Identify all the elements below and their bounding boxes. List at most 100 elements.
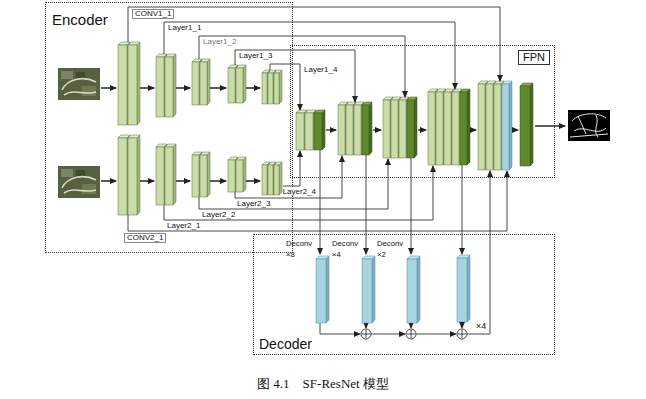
layer-label: CONV1_1 <box>132 9 174 19</box>
figure-caption: 图 4.1 SF-ResNet 模型 <box>0 375 646 393</box>
sum-wire <box>320 322 360 334</box>
flow-arrow <box>176 87 190 89</box>
sum-wire <box>416 334 456 335</box>
layer-label: Layer1_1 <box>168 24 201 32</box>
slab-top <box>236 157 246 160</box>
slab-side <box>530 83 533 166</box>
slab-front <box>228 68 235 103</box>
flow-arrow <box>210 87 226 89</box>
slab-side <box>414 97 417 158</box>
slab-front <box>502 84 509 170</box>
slab-top <box>165 54 176 57</box>
slab-top <box>362 102 372 105</box>
slab-side <box>137 135 140 215</box>
flow-arrow <box>513 129 518 130</box>
slab-side <box>243 157 246 192</box>
flow-arrow <box>418 129 426 130</box>
sum-plus <box>407 330 415 338</box>
slab-top <box>274 70 282 73</box>
slab-front <box>399 100 406 158</box>
flow-arrow <box>210 180 226 182</box>
flow-arrow <box>101 87 116 89</box>
region-title: Decoder <box>259 336 312 352</box>
deconv-block: Deconv ×2 <box>377 237 423 325</box>
skip-wire <box>270 64 300 110</box>
slab-side <box>279 70 282 104</box>
skip-wire <box>235 156 342 198</box>
flow-arrow <box>246 180 260 182</box>
slab-top <box>165 144 176 147</box>
sum-wire <box>467 171 490 334</box>
deconv-wire <box>366 155 367 254</box>
slab-front <box>354 105 361 155</box>
satellite-patch <box>61 169 73 177</box>
skip-wire <box>199 159 388 209</box>
slab-side <box>207 59 210 105</box>
sum-wire <box>462 322 463 328</box>
slab-front <box>494 84 501 170</box>
slab-side <box>326 256 329 323</box>
slab-top <box>200 152 210 155</box>
sum-circle <box>406 329 416 339</box>
slab-top <box>128 135 140 138</box>
slab-front <box>274 165 279 195</box>
deconv-label: Deconv ×8 <box>286 238 320 260</box>
skip-wire <box>164 22 455 89</box>
sum-wire <box>371 334 405 335</box>
slab-front <box>486 84 493 170</box>
layer-label: Layer1_2 <box>203 38 236 46</box>
flow-arrow <box>373 129 381 130</box>
region-title: Encoder <box>52 11 108 28</box>
slab-front <box>236 68 243 103</box>
slab-front <box>452 92 459 165</box>
sum-plus <box>362 330 370 338</box>
slab-top <box>502 81 512 84</box>
slab-side <box>207 152 210 197</box>
layer-label: Layer2_3 <box>237 200 270 208</box>
deconv-wire <box>320 150 321 254</box>
flow-arrow <box>246 87 260 89</box>
slab-front <box>457 258 467 322</box>
slab-front <box>362 105 369 155</box>
slab-front <box>460 92 467 165</box>
deconv-wire <box>411 158 412 254</box>
satellite-road <box>62 177 96 193</box>
slab-front <box>118 45 127 125</box>
slab-top <box>457 255 470 258</box>
satellite-road <box>62 79 96 95</box>
slab-side <box>279 162 282 195</box>
slab-front <box>156 57 164 117</box>
slab-side <box>322 110 325 150</box>
slab-front <box>274 73 279 104</box>
satellite-patch <box>76 170 85 176</box>
slab-side <box>173 144 176 205</box>
slab-top <box>200 59 210 62</box>
satellite-image <box>58 166 100 198</box>
deconv-label: Deconv ×4 <box>332 238 366 260</box>
slab-top <box>407 97 417 100</box>
fpn-region: FPN <box>290 45 555 178</box>
slab-front <box>296 113 304 150</box>
slab-front <box>268 165 273 195</box>
deconv-block: Deconv ×4 <box>332 237 378 325</box>
slab-front <box>128 138 137 215</box>
slab-front <box>262 165 267 195</box>
slab-front <box>192 155 199 197</box>
skip-wire <box>164 166 433 220</box>
slab-front <box>192 62 199 105</box>
flow-arrow <box>471 129 476 130</box>
slab-front <box>338 105 345 155</box>
slab-side <box>509 81 512 170</box>
satellite-patch <box>76 72 85 78</box>
flow-arrow <box>140 87 154 89</box>
slab-side <box>372 256 375 323</box>
flow-arrow <box>176 180 190 182</box>
slab-front <box>200 155 207 197</box>
flow-arrow <box>101 180 116 182</box>
layer-label: Layer2_1 <box>167 222 200 230</box>
satellite-patch <box>82 86 96 96</box>
decoder-region: Decoder Deconv ×8 Deconv ×4 Deconv ×2 <box>253 234 555 355</box>
region-title: FPN <box>518 50 550 65</box>
slab-front <box>520 86 530 166</box>
